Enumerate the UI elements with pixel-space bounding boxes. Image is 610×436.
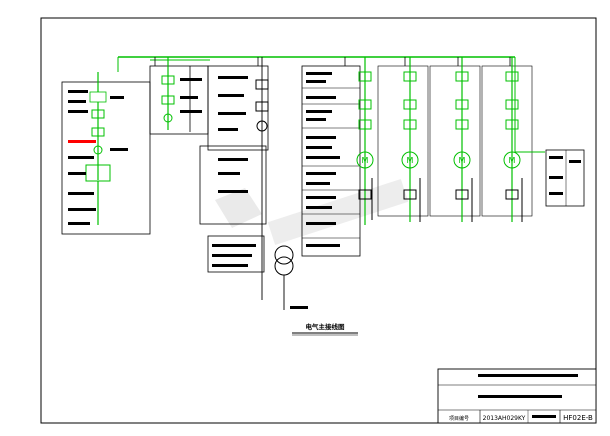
title-block: 项目编号 2013AH029KY HF02E-B <box>437 368 597 424</box>
motor-icon: M <box>401 151 419 169</box>
drawing-title-block: 电气主接线图 <box>292 322 358 336</box>
svg-text:M: M <box>362 156 369 165</box>
motor-branch: M <box>356 57 374 225</box>
motor-branch: M <box>429 57 481 222</box>
main-busbar <box>117 56 515 72</box>
motor-icon: M <box>453 151 471 169</box>
metering-feeder <box>149 57 209 135</box>
svg-text:M: M <box>407 156 414 165</box>
motor-branch: M <box>481 57 533 222</box>
motor-icon: M <box>356 151 374 169</box>
transformer-feeder <box>199 57 308 310</box>
sheet-number: HF02E-B <box>563 414 593 422</box>
project-number: 2013AH029KY <box>483 415 526 422</box>
project-no-label: 项目编号 <box>449 415 469 422</box>
svg-text:M: M <box>509 156 516 165</box>
watermark-logo <box>215 178 409 246</box>
auxiliary-feeder <box>514 57 585 207</box>
incoming-feeder <box>61 72 151 235</box>
motor-feeder-info <box>301 65 361 257</box>
drawing-title: 电气主接线图 <box>306 322 346 331</box>
motor-icon: M <box>503 151 521 169</box>
sheet-frame <box>40 17 597 424</box>
motor-branch: M <box>377 57 429 222</box>
svg-text:M: M <box>459 156 466 165</box>
